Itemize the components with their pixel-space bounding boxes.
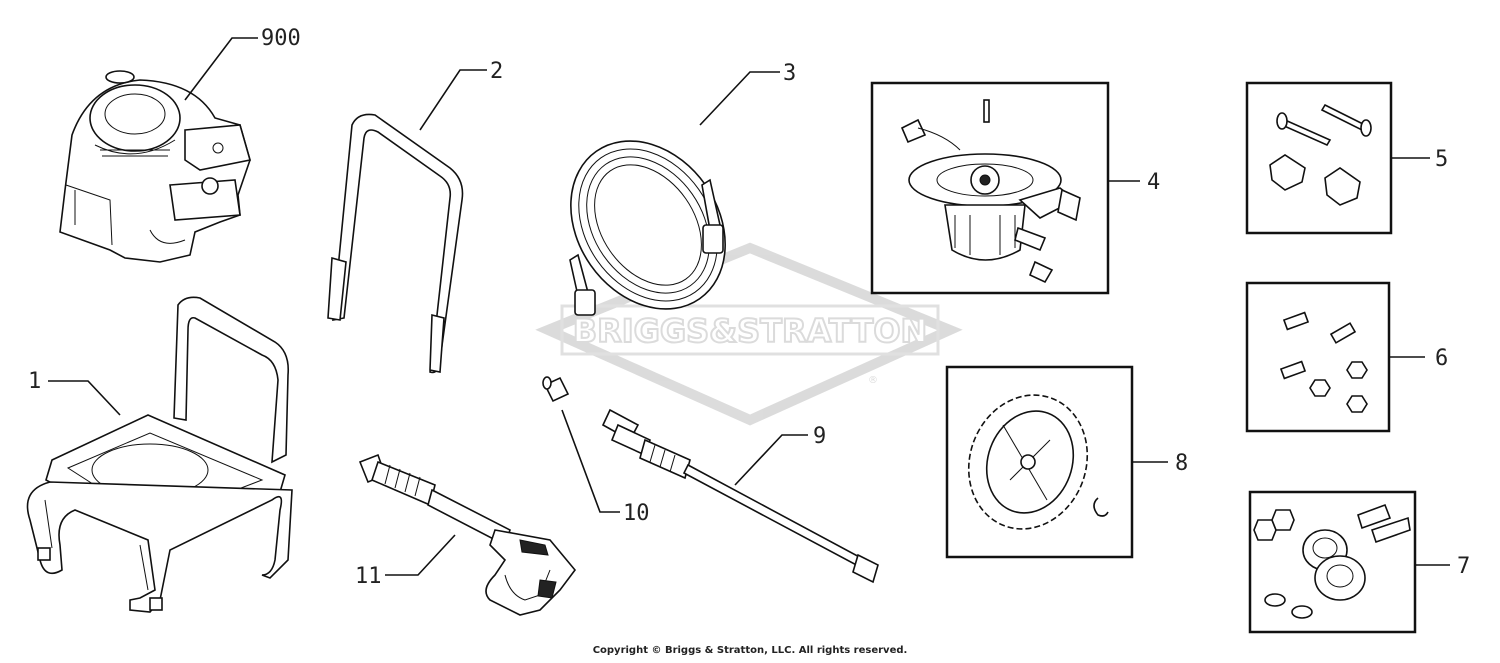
part-4-pump[interactable] (900, 99, 1081, 284)
callout-900: 900 (184, 26, 301, 101)
callout-2: 2 (419, 59, 503, 131)
callout-9: 9 (734, 424, 826, 486)
watermark-text: BRIGGS&STRATTON (573, 312, 928, 350)
callout-5: 5 (1391, 147, 1448, 172)
callout-3: 3 (699, 61, 796, 126)
part-5-box (1245, 81, 1393, 235)
callout-label-6: 6 (1435, 346, 1448, 371)
callout-label-11: 11 (355, 564, 382, 589)
callout-4: 4 (1108, 170, 1160, 195)
callout-label-9: 9 (813, 424, 826, 449)
part-11-spray-gun[interactable] (358, 453, 577, 616)
callout-label-1: 1 (28, 369, 41, 394)
part-2-handle[interactable] (327, 113, 464, 374)
registered-icon: ® (868, 375, 878, 386)
part-7-box (1248, 490, 1417, 634)
callout-11: 11 (355, 534, 456, 589)
callout-1: 1 (28, 369, 121, 416)
callout-label-8: 8 (1175, 451, 1188, 476)
callout-6: 6 (1389, 346, 1448, 371)
callout-label-3: 3 (783, 61, 796, 86)
part-4-box (870, 81, 1110, 295)
callout-label-900: 900 (261, 26, 301, 51)
part-900-engine[interactable] (59, 70, 252, 263)
part-5-hardware[interactable] (1269, 103, 1372, 206)
part-7-hardware[interactable] (1253, 503, 1411, 619)
callout-8: 8 (1132, 451, 1188, 476)
part-6-box (1245, 281, 1391, 433)
part-3-hose[interactable] (539, 111, 757, 339)
callout-label-10: 10 (623, 501, 650, 526)
part-9-lance[interactable] (601, 408, 879, 584)
callout-label-4: 4 (1147, 170, 1160, 195)
part-6-hardware[interactable] (1279, 311, 1368, 413)
part-8-wheel[interactable] (950, 378, 1109, 545)
callout-label-5: 5 (1435, 147, 1448, 172)
callout-label-2: 2 (490, 59, 503, 84)
brand-watermark: BRIGGS&STRATTON ® (535, 242, 963, 426)
callout-label-7: 7 (1457, 554, 1470, 579)
callout-10: 10 (561, 409, 650, 526)
copyright-notice: Copyright © Briggs & Stratton, LLC. All … (592, 645, 908, 656)
callout-7: 7 (1415, 554, 1470, 579)
part-1-frame[interactable] (26, 296, 293, 613)
part-10-nozzle[interactable] (542, 376, 570, 403)
